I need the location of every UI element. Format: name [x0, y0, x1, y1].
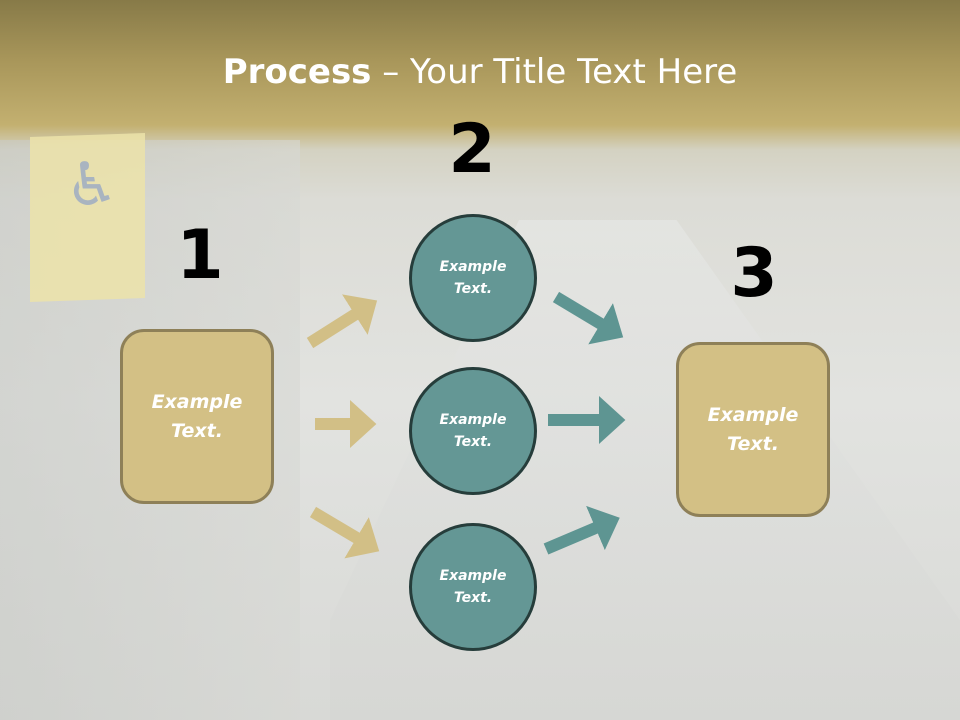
circle-text-line1: Example [439, 411, 507, 428]
box-text-line2: Text. [727, 432, 779, 455]
slide-title: Process – Your Title Text Here [0, 52, 960, 92]
circle-text-line1: Example [439, 258, 507, 275]
step-number-3: 3 [730, 234, 778, 313]
box-text-line1: Example [151, 391, 243, 413]
arrow-teal-up [543, 505, 620, 555]
circle-text-line1: Example [439, 567, 507, 584]
title-bold: Process [222, 52, 372, 92]
box-text-line1: Example [707, 404, 799, 426]
step-number-1: 1 [176, 216, 224, 295]
circle-text-line2: Text. [453, 281, 493, 297]
box-text-line2: Text. [171, 419, 223, 442]
arrow-teal-down [552, 291, 624, 345]
step-number-2: 2 [448, 110, 496, 189]
circle-text-line2: Text. [453, 434, 493, 450]
arrow-tan-up [306, 294, 378, 349]
title-rest: – Your Title Text Here [371, 52, 738, 92]
circle-text-line2: Text. [453, 590, 493, 606]
arrow-tan-down [309, 506, 380, 559]
wheelchair-icon: ♿ [65, 150, 119, 220]
